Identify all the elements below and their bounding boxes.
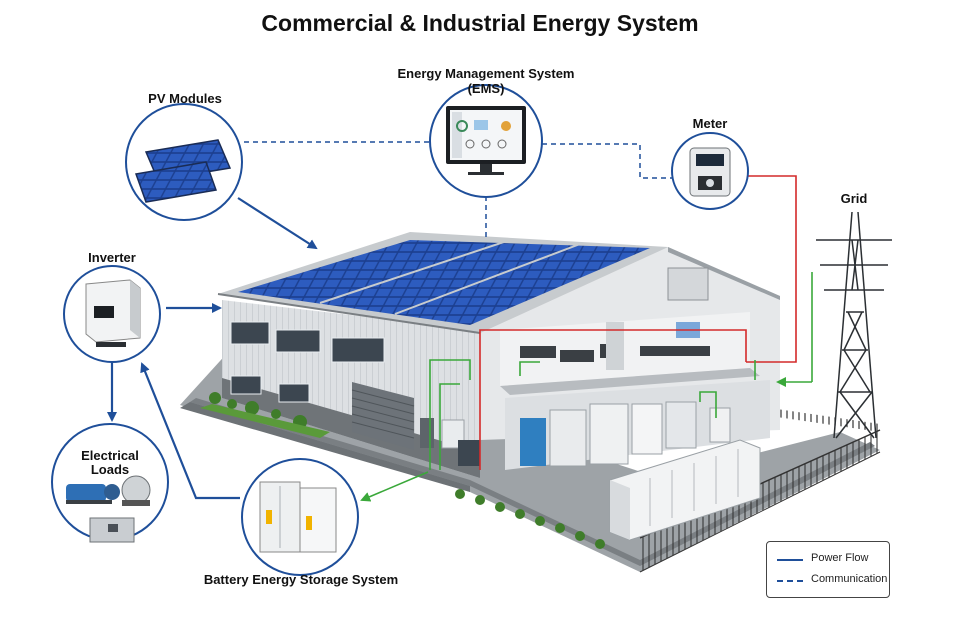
label-electrical-loads-line2: Loads [90,462,130,477]
battery-connection-lines [360,272,813,502]
meter-node [671,132,749,210]
battery-node [241,458,359,576]
communication-swatch [777,580,803,582]
power-flow-swatch [777,559,803,561]
transformer-icon [89,517,135,543]
legend-power-flow-label: Power Flow [811,552,869,564]
label-grid: Grid [840,191,868,206]
label-inverter: Inverter [88,250,136,265]
power-flow-lines [107,197,318,500]
meter-icon [689,147,731,197]
battery-cabinet-icon [259,481,337,553]
legend: Power Flow Communication [766,541,890,598]
label-ems: Energy Management System (EMS) [397,66,575,96]
label-meter: Meter [692,116,728,131]
factory-building [200,232,780,549]
label-pv-modules: PV Modules [148,91,222,106]
inverter-node [63,265,161,363]
pv-modules-node [125,103,243,221]
compressor-icon [121,475,151,506]
electrical-loads-node [51,423,169,543]
diagram-title: Commercial & Industrial Energy System [261,10,699,36]
grid-connection-line [479,175,797,470]
transmission-tower [816,211,892,439]
solar-panel-icon [134,139,232,203]
label-electrical-loads-line1: Electrical [81,448,139,463]
motor-pump-icon [66,484,120,504]
ems-node [429,84,543,198]
inverter-icon [85,279,141,347]
label-battery: Battery Energy Storage System [203,572,399,587]
communication-lines [244,141,672,240]
monitor-icon [446,106,526,175]
legend-communication-label: Communication [811,573,888,585]
